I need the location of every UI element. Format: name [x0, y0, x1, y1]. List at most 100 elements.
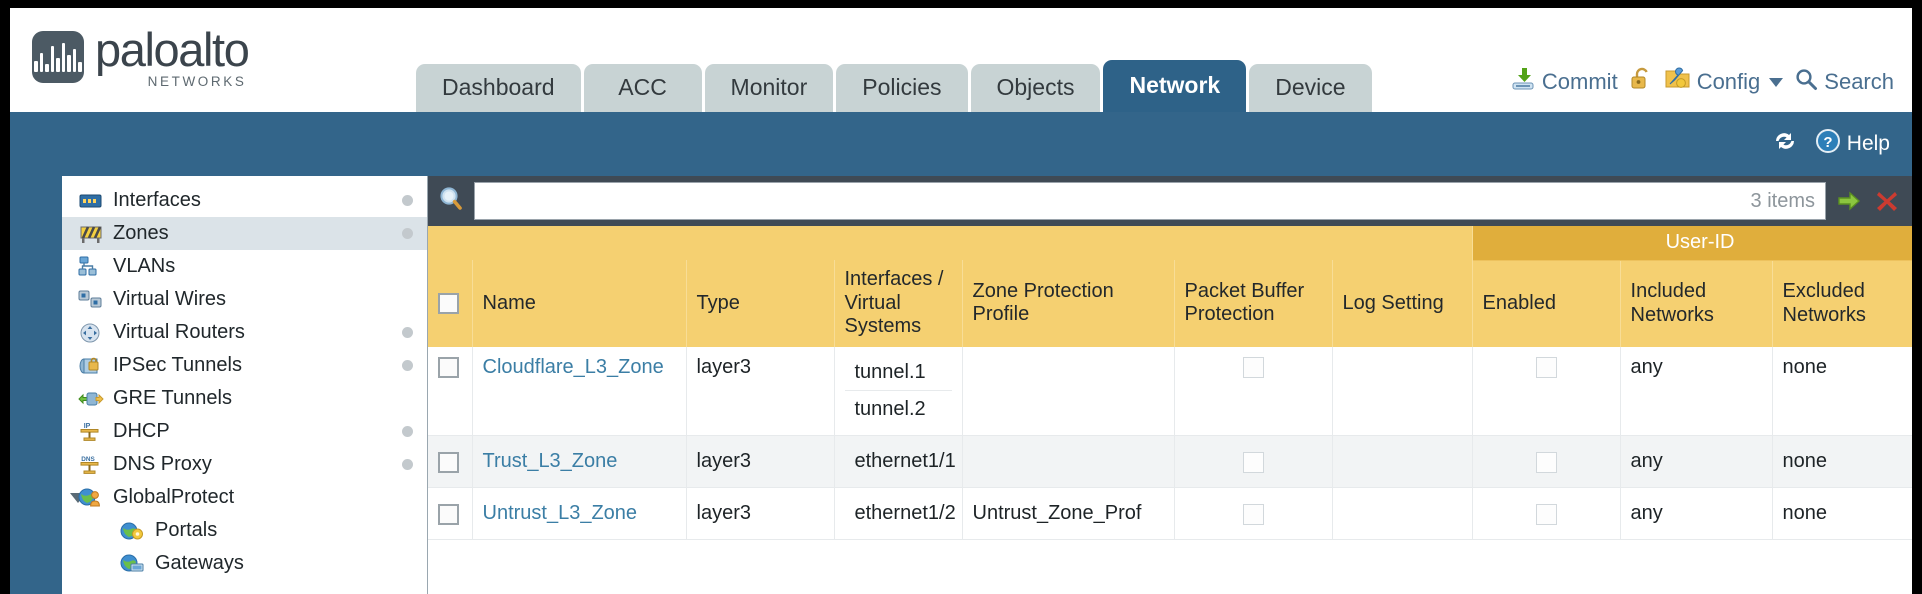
config-menu[interactable]: Config — [1664, 66, 1784, 98]
zone-name-link[interactable]: Cloudflare_L3_Zone — [482, 355, 664, 378]
packet-buffer-protection-checkbox[interactable] — [1242, 451, 1264, 473]
column-header-included-networks[interactable]: Included Networks — [1620, 260, 1773, 347]
row-select-cell — [428, 487, 473, 540]
brand-name: paloalto — [95, 23, 250, 76]
cell-log-setting — [1332, 435, 1473, 488]
cell-name: Cloudflare_L3_Zone — [472, 346, 687, 436]
tab-acc[interactable]: ACC — [583, 64, 702, 112]
commit-save-icon — [1510, 66, 1536, 98]
help-icon: ? — [1815, 128, 1841, 160]
sidebar-item-zones[interactable]: Zones — [62, 217, 427, 250]
sidebar-item-gre-tunnels[interactable]: GRE Tunnels — [62, 382, 427, 415]
brand-tagline: NETWORKS — [147, 74, 247, 89]
sidebar-item-label: GlobalProtect — [113, 486, 235, 508]
sidebar-item-label: Gateways — [155, 552, 244, 574]
svg-text:?: ? — [1823, 134, 1832, 151]
packet-buffer-protection-checkbox[interactable] — [1242, 503, 1264, 525]
packet-buffer-protection-checkbox[interactable] — [1242, 357, 1264, 378]
sidebar-item-vlans[interactable]: VLANs — [62, 250, 427, 283]
interface-entry: tunnel.1 — [844, 354, 952, 391]
column-header-interfaces-virtual-systems[interactable]: Interfaces / Virtual Systems — [834, 260, 963, 347]
svg-text:DNS: DNS — [81, 456, 95, 463]
zone-name-link[interactable]: Trust_L3_Zone — [482, 450, 618, 473]
sidebar-item-label: IPSec Tunnels — [113, 354, 242, 376]
cell-log-setting — [1332, 487, 1473, 540]
search-icon — [1794, 67, 1818, 97]
cell-type: layer3 — [686, 435, 835, 488]
cell-packet-buffer-protection — [1174, 346, 1333, 436]
padlock-icon[interactable] — [1629, 66, 1653, 98]
sidebar-item-globalprotect[interactable]: GlobalProtect — [62, 481, 427, 514]
userid-enabled-checkbox[interactable] — [1535, 451, 1557, 473]
tab-objects[interactable]: Objects — [970, 64, 1101, 112]
search-input[interactable]: 3 items — [474, 182, 1826, 220]
tab-dashboard[interactable]: Dashboard — [416, 64, 581, 112]
sidebar-item-label: Virtual Routers — [113, 321, 245, 343]
dns-proxy-icon: DNS — [78, 454, 104, 476]
sidebar-item-interfaces[interactable]: Interfaces — [62, 184, 427, 217]
select-all-checkbox[interactable] — [438, 292, 459, 314]
sidebar-item-label: DHCP — [113, 420, 170, 442]
tab-device[interactable]: Device — [1249, 64, 1372, 112]
tab-network[interactable]: Network — [1103, 60, 1247, 112]
help-label: Help — [1846, 132, 1890, 155]
expand-triangle-icon[interactable] — [70, 492, 86, 503]
cell-excluded-networks: none — [1772, 346, 1912, 436]
tab-monitor[interactable]: Monitor — [704, 64, 834, 112]
sidebar-item-portals[interactable]: Portals — [62, 514, 427, 547]
column-header-excluded-networks[interactable]: Excluded Networks — [1772, 260, 1912, 347]
sidebar-item-label: Portals — [155, 519, 218, 541]
interface-entry: tunnel.2 — [854, 398, 926, 421]
column-header-name[interactable]: Name — [472, 260, 687, 347]
column-header-log-setting[interactable]: Log Setting — [1332, 260, 1473, 347]
cell-interfaces: ethernet1/1 — [834, 435, 963, 488]
sidebar-item-virtual-wires[interactable]: Virtual Wires — [62, 283, 427, 316]
column-header-zone-protection-profile[interactable]: Zone Protection Profile — [962, 260, 1175, 347]
page-banner: ? Help — [10, 112, 1912, 176]
column-header-packet-buffer-protection[interactable]: Packet Buffer Protection — [1174, 260, 1333, 347]
zone-name-link[interactable]: Untrust_L3_Zone — [482, 502, 638, 525]
row-select-checkbox[interactable] — [438, 503, 459, 525]
sidebar-item-virtual-routers[interactable]: Virtual Routers — [62, 316, 427, 349]
row-select-checkbox[interactable] — [438, 357, 459, 378]
config-wrench-icon — [1664, 66, 1691, 98]
userid-enabled-checkbox[interactable] — [1535, 503, 1557, 525]
cell-included-networks: any — [1620, 346, 1773, 436]
commit-button[interactable]: Commit — [1510, 66, 1618, 98]
row-select-cell — [428, 435, 473, 488]
clear-filter-button[interactable] — [1872, 186, 1902, 216]
sidebar-item-gateways[interactable]: Gateways — [62, 547, 427, 580]
sidebar-item-ipsec-tunnels[interactable]: IPSec Tunnels — [62, 349, 427, 382]
search-magnifier-icon[interactable] — [436, 184, 466, 219]
select-all-header — [428, 260, 473, 347]
cell-log-setting — [1332, 346, 1473, 436]
help-button[interactable]: ? Help — [1815, 128, 1890, 160]
row-select-cell — [428, 346, 473, 436]
cell-interfaces: ethernet1/2 — [834, 487, 963, 540]
top-right-actions: Commit Config — [1510, 66, 1894, 98]
left-gutter — [10, 176, 36, 594]
userid-enabled-checkbox[interactable] — [1535, 357, 1557, 378]
row-select-checkbox[interactable] — [438, 451, 459, 473]
group-header-user-id: User-ID — [1472, 226, 1912, 261]
brand-logo: paloalto NETWORKS — [10, 8, 250, 89]
main-panel: 3 items — [428, 176, 1912, 594]
column-header-enabled[interactable]: Enabled — [1472, 260, 1621, 347]
cell-userid-enabled — [1472, 346, 1621, 436]
tab-policies[interactable]: Policies — [836, 64, 968, 112]
cell-name: Untrust_L3_Zone — [472, 487, 687, 540]
column-header-type[interactable]: Type — [686, 260, 835, 347]
refresh-icon[interactable] — [1772, 129, 1798, 159]
search-button[interactable]: Search — [1794, 67, 1894, 97]
apply-filter-button[interactable] — [1834, 186, 1864, 216]
status-dot — [402, 426, 413, 437]
